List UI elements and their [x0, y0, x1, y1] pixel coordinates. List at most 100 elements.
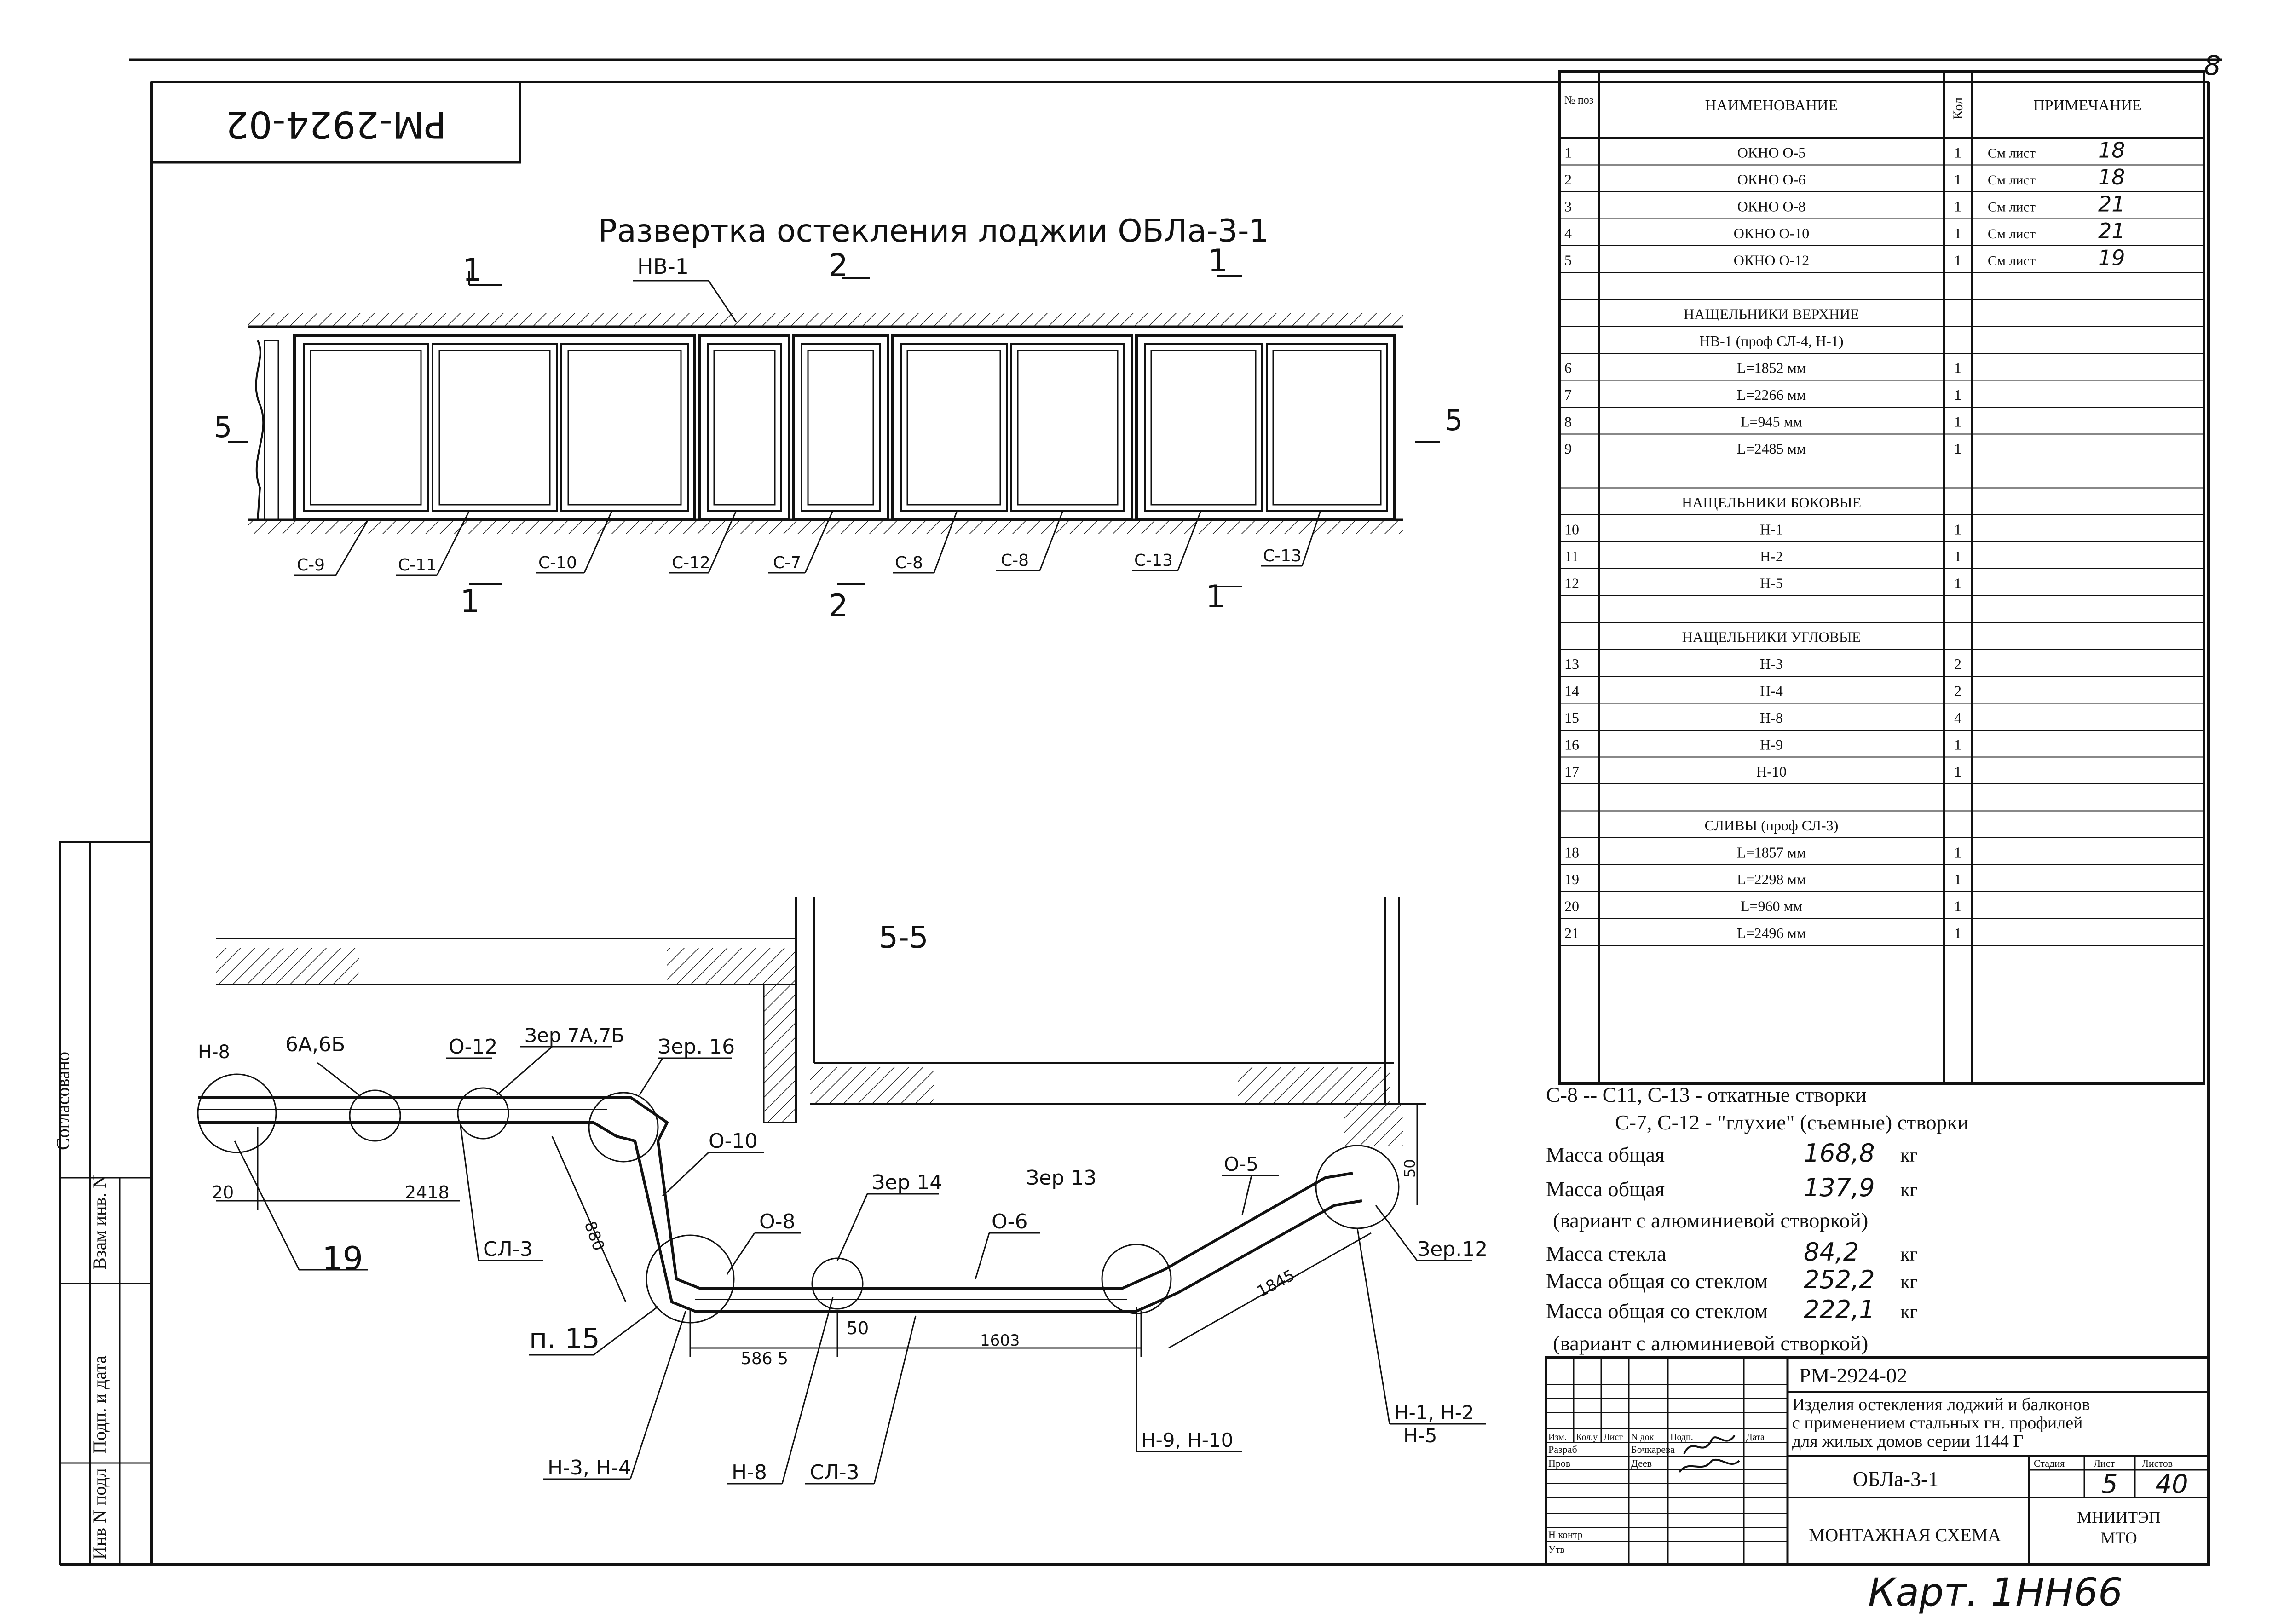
table-cell-qty: 1	[1954, 575, 1961, 592]
tb-col: Лист	[1604, 1432, 1623, 1442]
mass-label: (вариант с алюминиевой створкой)	[1553, 1331, 1868, 1355]
plan-label: 19	[322, 1240, 363, 1278]
table-cell-sheet: 18	[2098, 165, 2125, 190]
tb-mark: ОБЛа-3-1	[1853, 1467, 1939, 1491]
tb-person: Бочкарева	[1631, 1444, 1675, 1455]
tb-col: Подп.	[1670, 1432, 1693, 1442]
plan-label: Зер 7А,7Б	[525, 1024, 624, 1047]
tb-desc: для жилых домов серии 1144 Г	[1792, 1432, 2023, 1451]
rotated-stamp: РМ-2924-02	[150, 81, 521, 164]
plan-label: Зер.12	[1417, 1238, 1488, 1261]
table-cell-name: Н-4	[1760, 683, 1783, 699]
plan-title: 5-5	[879, 920, 929, 955]
section-mark: 1	[460, 583, 480, 620]
callout-label: С-13	[1134, 551, 1173, 570]
dim-label: 50	[1401, 1159, 1419, 1178]
side-stamp: Согласовано Взам инв. N Подп. и дата Инв…	[52, 841, 153, 1565]
tb-col: Дата	[1746, 1432, 1765, 1442]
plan-view: 5-5 Н-8 6А,6Б	[197, 897, 1488, 1485]
table-cell-pos: 5	[1564, 252, 1572, 269]
notes: С-8 -- С11, С-13 - откатные створки С-7,…	[1546, 1083, 1969, 1355]
table-cell-pos: 18	[1564, 844, 1579, 861]
window-frame-5	[1135, 334, 1396, 521]
table-cell-qty: 1	[1954, 763, 1961, 780]
table-cell-name: ОКНО О-6	[1737, 171, 1805, 188]
table-cell-qty: 1	[1954, 898, 1961, 915]
section-mark: 1	[1208, 243, 1228, 279]
table-cell-qty: 1	[1954, 844, 1961, 861]
col-header-qty: Кол	[1950, 98, 1966, 120]
side-approved: Согласовано	[52, 1052, 73, 1150]
mass-unit: кг	[1900, 1180, 1918, 1201]
tb-role: Н контр	[1548, 1529, 1583, 1540]
plan-label: п. 15	[529, 1323, 600, 1355]
mass-label: (вариант с алюминиевой створкой)	[1553, 1209, 1868, 1232]
plan-dimensions: 20 2418 880 586 5 50 1603 1845 50	[212, 1104, 1419, 1368]
table-cell-name: ОКНО О-10	[1734, 225, 1809, 242]
callout-label: С-12	[672, 553, 710, 572]
callout-label: С-13	[1263, 547, 1302, 565]
table-cell-qty: 1	[1954, 171, 1961, 188]
mass-unit: кг	[1900, 1244, 1918, 1265]
section-mark: 1	[462, 252, 482, 288]
table-cell-note: См лист	[1988, 146, 2036, 161]
table-cell-name: СЛИВЫ (проф СЛ-3)	[1705, 817, 1839, 834]
table-cell-pos: 19	[1564, 871, 1579, 887]
table-cell-name: НАЩЕЛЬНИКИ БОКОВЫЕ	[1682, 494, 1861, 511]
table-cell-qty: 1	[1954, 737, 1961, 753]
table-cell-pos: 12	[1564, 575, 1579, 592]
plan-label: О-12	[449, 1035, 498, 1059]
table-cell-pos: 14	[1564, 683, 1579, 699]
col-header-pos: № поз	[1564, 94, 1593, 106]
col-header-note: ПРИМЕЧАНИЕ	[2033, 97, 2142, 114]
tb-col: N док	[1631, 1432, 1654, 1442]
dim-label: 1845	[1254, 1266, 1298, 1301]
table-cell-note: См лист	[1988, 173, 2036, 188]
table-cell-name: L=2298 мм	[1737, 871, 1806, 887]
dim-label: 880	[581, 1219, 608, 1253]
table-cell-qty: 1	[1954, 386, 1961, 403]
callout-label: С-9	[297, 556, 325, 575]
table-cell-pos: 8	[1564, 414, 1572, 430]
mass-label: Масса общая	[1546, 1143, 1665, 1166]
tb-desc: Изделия остекления лоджий и балконов	[1792, 1395, 2090, 1414]
table-cell-name: Н-5	[1760, 575, 1783, 592]
tb-sheets: 40	[2155, 1469, 2188, 1499]
tb-sheet-header: Лист	[2094, 1457, 2115, 1469]
tb-role: Разраб	[1548, 1444, 1577, 1455]
table-cell-pos: 13	[1564, 656, 1579, 672]
section-mark: 5	[1445, 403, 1463, 437]
table-cell-name: L=960 мм	[1741, 898, 1802, 915]
plan-label: Н-8	[732, 1461, 767, 1484]
table-cell-name: Н-1	[1760, 521, 1783, 538]
table-cell-qty: 1	[1954, 871, 1961, 887]
mass-value: 168,8	[1804, 1139, 1875, 1168]
note-line: С-7, С-12 - "глухие" (съемные) створки	[1615, 1111, 1969, 1134]
window-frame-3	[792, 334, 889, 521]
tb-person: Деев	[1631, 1457, 1652, 1469]
plan-label: Н-3, Н-4	[548, 1456, 631, 1480]
table-cell-pos: 11	[1564, 548, 1579, 564]
table-cell-name: ОКНО О-8	[1737, 198, 1805, 215]
table-cell-qty: 1	[1954, 414, 1961, 430]
callout-label: НВ-1	[637, 254, 689, 279]
tb-code: РМ-2924-02	[1799, 1364, 1907, 1387]
plan-label: Н-1, Н-2	[1394, 1401, 1474, 1424]
table-cell-name: L=2266 мм	[1737, 386, 1806, 403]
table-cell-name: НВ-1 (проф СЛ-4, Н-1)	[1700, 333, 1844, 349]
table-cell-qty: 2	[1954, 656, 1961, 672]
table-cell-note: См лист	[1988, 253, 2036, 269]
callout-label: С-8	[895, 553, 923, 572]
plan-label: 6А,6Б	[285, 1033, 345, 1056]
table-cell-name: L=1857 мм	[1737, 844, 1806, 861]
plan-label: СЛ-3	[483, 1238, 533, 1261]
dim-label: 2418	[405, 1182, 450, 1203]
table-cell-name: НАЩЕЛЬНИКИ УГЛОВЫЕ	[1682, 629, 1861, 645]
mass-value: 222,1	[1804, 1295, 1875, 1324]
callout-label: С-8	[1001, 551, 1029, 570]
plan-label: Н-5	[1403, 1424, 1437, 1447]
mass-unit: кг	[1900, 1272, 1918, 1293]
dim-label: 20	[212, 1182, 234, 1203]
table-cell-qty: 1	[1954, 225, 1961, 242]
tb-desc: с применением стальных гн. профилей	[1792, 1413, 2082, 1433]
